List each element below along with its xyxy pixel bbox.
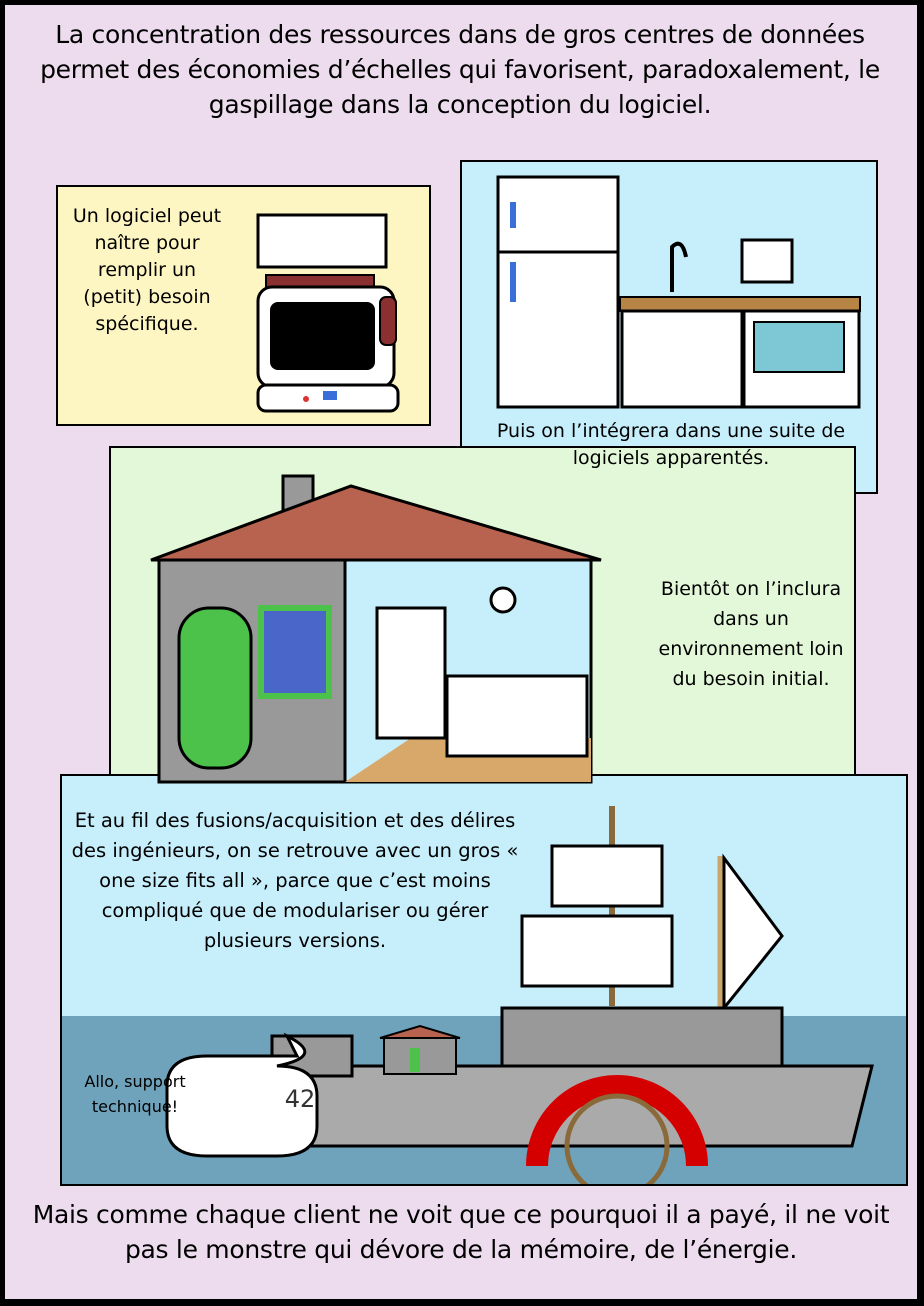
- panel-coffee-maker: Un logiciel peut naître pour remplir un …: [56, 185, 431, 426]
- panel-3-text: Bientôt on l’inclura dans un environneme…: [658, 578, 844, 690]
- panel-2-text: Puis on l’intégrera dans une suite de lo…: [496, 420, 846, 469]
- kitchen-illustration: [496, 175, 861, 409]
- panel-1-text: Un logiciel peut naître pour remplir un …: [72, 205, 222, 335]
- hull-number: 42: [284, 1085, 316, 1113]
- panel-4-text: Et au fil des fusions/acquisition et des…: [71, 809, 519, 952]
- coffee-maker-illustration: [256, 213, 400, 413]
- speech-bubble: Allo, support technique!: [84, 1072, 186, 1116]
- panel-kitchen: Puis on l’intégrera dans une suite de lo…: [460, 160, 878, 494]
- panel-ship: Et au fil des fusions/acquisition et des…: [60, 774, 908, 1186]
- comic-page: La concentration des ressources dans de …: [3, 3, 919, 1301]
- ship-illustration: [165, 806, 874, 1184]
- footer-caption: Mais comme chaque client ne voit que ce …: [32, 1200, 890, 1264]
- header-caption: La concentration des ressources dans de …: [40, 20, 880, 119]
- panel-house: Bientôt on l’inclura dans un environneme…: [109, 446, 856, 793]
- house-illustration: [150, 474, 602, 784]
